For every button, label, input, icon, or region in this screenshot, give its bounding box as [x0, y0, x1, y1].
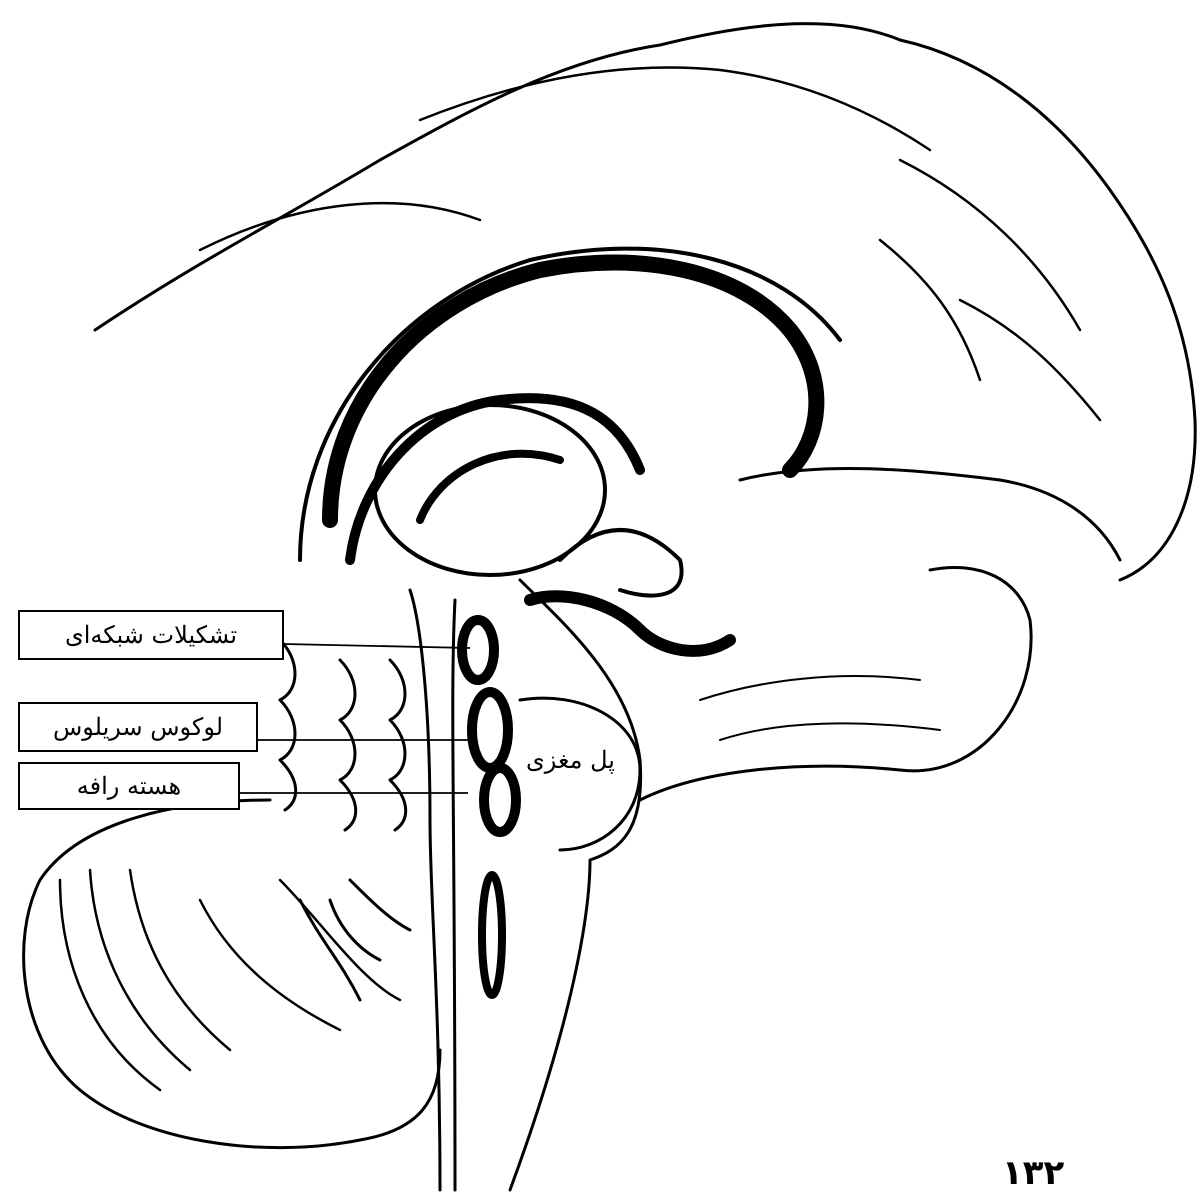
cerebellum-folia-4 [200, 900, 340, 1030]
occipital-sulci [700, 676, 940, 740]
cerebellum-folia-1 [60, 880, 160, 1090]
cerebellum-tree [300, 880, 410, 1000]
cerebellum-folia-5 [280, 880, 400, 1000]
reticular-clusters [280, 640, 406, 830]
label-reticular-formation: تشکیلات شبکه‌ای [18, 610, 284, 660]
cortex-sulcus-1 [420, 67, 930, 150]
nucleus-1 [462, 620, 494, 680]
cortex-sulcus-2 [200, 203, 480, 250]
pineal-area [560, 530, 682, 596]
cerebellum-outline [24, 800, 440, 1148]
cortex-sulcus-5 [880, 240, 980, 380]
brainstem-outline [410, 590, 440, 1190]
nucleus-3 [484, 768, 516, 832]
cortex-outline [95, 24, 1195, 580]
nucleus-4 [482, 875, 502, 995]
temporal-region [740, 468, 1120, 560]
pons-bulge [520, 698, 640, 850]
label-pons: پل مغزی [526, 746, 615, 774]
label-raphe-nucleus: هسته رافه [18, 762, 240, 810]
tectum [530, 596, 730, 651]
aqueduct [453, 600, 455, 1190]
brainstem-outline-right [510, 580, 641, 1190]
cerebellum-folia-2 [90, 870, 190, 1070]
cortex-sulcus-4 [960, 300, 1100, 420]
occipital-lobe [640, 567, 1031, 800]
thalamus-shading [420, 454, 560, 520]
leader-line-reticular [284, 644, 470, 648]
cortex-sulcus-3 [900, 160, 1080, 330]
label-locus-coeruleus: لوکوس سریلوس [18, 702, 258, 752]
corpus-callosum [330, 263, 816, 521]
nucleus-2 [472, 692, 508, 768]
page-number: ۱۳۲ [1002, 1153, 1064, 1193]
